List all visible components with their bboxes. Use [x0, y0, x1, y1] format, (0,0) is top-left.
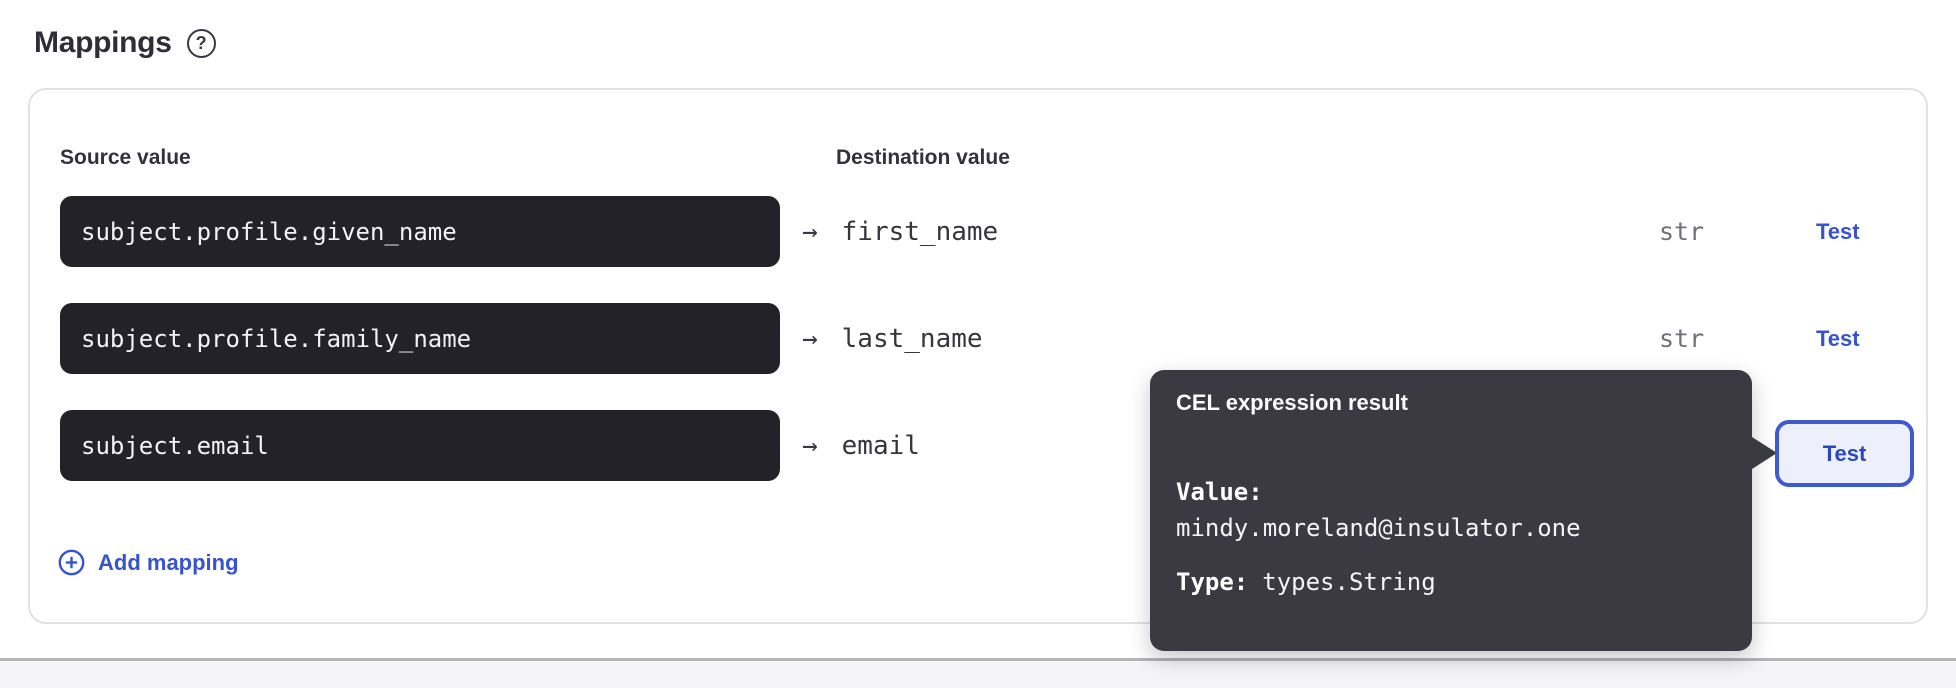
destination-value: email	[841, 430, 920, 461]
source-value-input[interactable]: subject.profile.given_name	[60, 196, 780, 267]
arrow-right-icon: →	[802, 430, 818, 461]
type-badge: str	[1659, 217, 1705, 246]
cel-result-tooltip: CEL expression result Value: mindy.morel…	[1150, 370, 1777, 651]
page-header: Mappings ?	[34, 26, 216, 60]
test-link[interactable]: Test	[1816, 218, 1860, 244]
source-value-input[interactable]: subject.email	[60, 410, 780, 481]
tooltip-value: mindy.moreland@insulator.one	[1176, 514, 1581, 542]
test-link[interactable]: Test	[1816, 325, 1860, 351]
next-section-background	[0, 661, 1956, 688]
tooltip-type-value: types.String	[1262, 568, 1436, 596]
tooltip-type-line: Type: types.String	[1176, 568, 1436, 596]
tooltip-caret	[1752, 437, 1777, 469]
column-header-source: Source value	[60, 146, 191, 169]
destination-wrap: → first_name	[802, 196, 998, 267]
help-icon[interactable]: ?	[186, 28, 216, 58]
arrow-right-icon: →	[802, 323, 818, 354]
destination-wrap: → email	[802, 410, 920, 481]
column-header-destination: Destination value	[836, 146, 1010, 169]
destination-value: last_name	[841, 323, 983, 354]
page-title: Mappings	[34, 26, 172, 59]
test-button-focused[interactable]: Test	[1775, 420, 1914, 487]
destination-wrap: → last_name	[802, 303, 983, 374]
add-icon	[58, 549, 85, 576]
tooltip-value-label: Value:	[1176, 478, 1263, 506]
tooltip-type-label: Type:	[1176, 568, 1249, 596]
mapping-row: subject.email → email	[0, 410, 1956, 481]
source-value-input[interactable]: subject.profile.family_name	[60, 303, 780, 374]
destination-value: first_name	[841, 216, 999, 247]
add-mapping-button[interactable]: Add mapping	[58, 549, 239, 576]
mapping-row: subject.profile.given_name → first_name …	[0, 196, 1956, 267]
tooltip-title: CEL expression result	[1176, 390, 1408, 415]
arrow-right-icon: →	[802, 216, 818, 247]
mapping-row: subject.profile.family_name → last_name …	[0, 303, 1956, 374]
add-mapping-label: Add mapping	[98, 549, 239, 575]
type-badge: str	[1659, 324, 1705, 353]
section-divider	[0, 658, 1956, 661]
